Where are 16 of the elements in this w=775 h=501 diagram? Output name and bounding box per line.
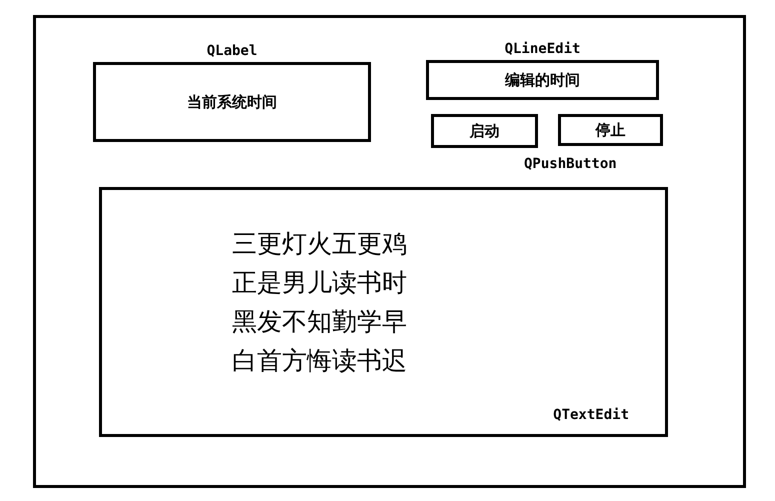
window-frame (33, 15, 746, 488)
widget-class-label: QLabel (206, 42, 258, 61)
poem-line: 三更灯火五更鸡 (232, 228, 407, 260)
button-label: 停止 (596, 120, 626, 141)
widget-text: 当前系统时间 (187, 92, 277, 113)
poem-line: 黑发不知勤学早 (232, 306, 407, 338)
widget-class-label: QTextEdit (553, 406, 629, 425)
text-edit-box (99, 187, 668, 437)
widget-class-label: QPushButton (524, 155, 617, 174)
poem-line: 白首方悔读书迟 (232, 345, 407, 377)
poem-line: 正是男儿读书时 (232, 267, 407, 299)
push-button (431, 114, 538, 148)
widget-class-label: QLineEdit (504, 40, 580, 59)
push-button (558, 114, 663, 146)
button-label: 启动 (470, 120, 500, 142)
widget-text: 编辑的时间 (505, 70, 580, 91)
